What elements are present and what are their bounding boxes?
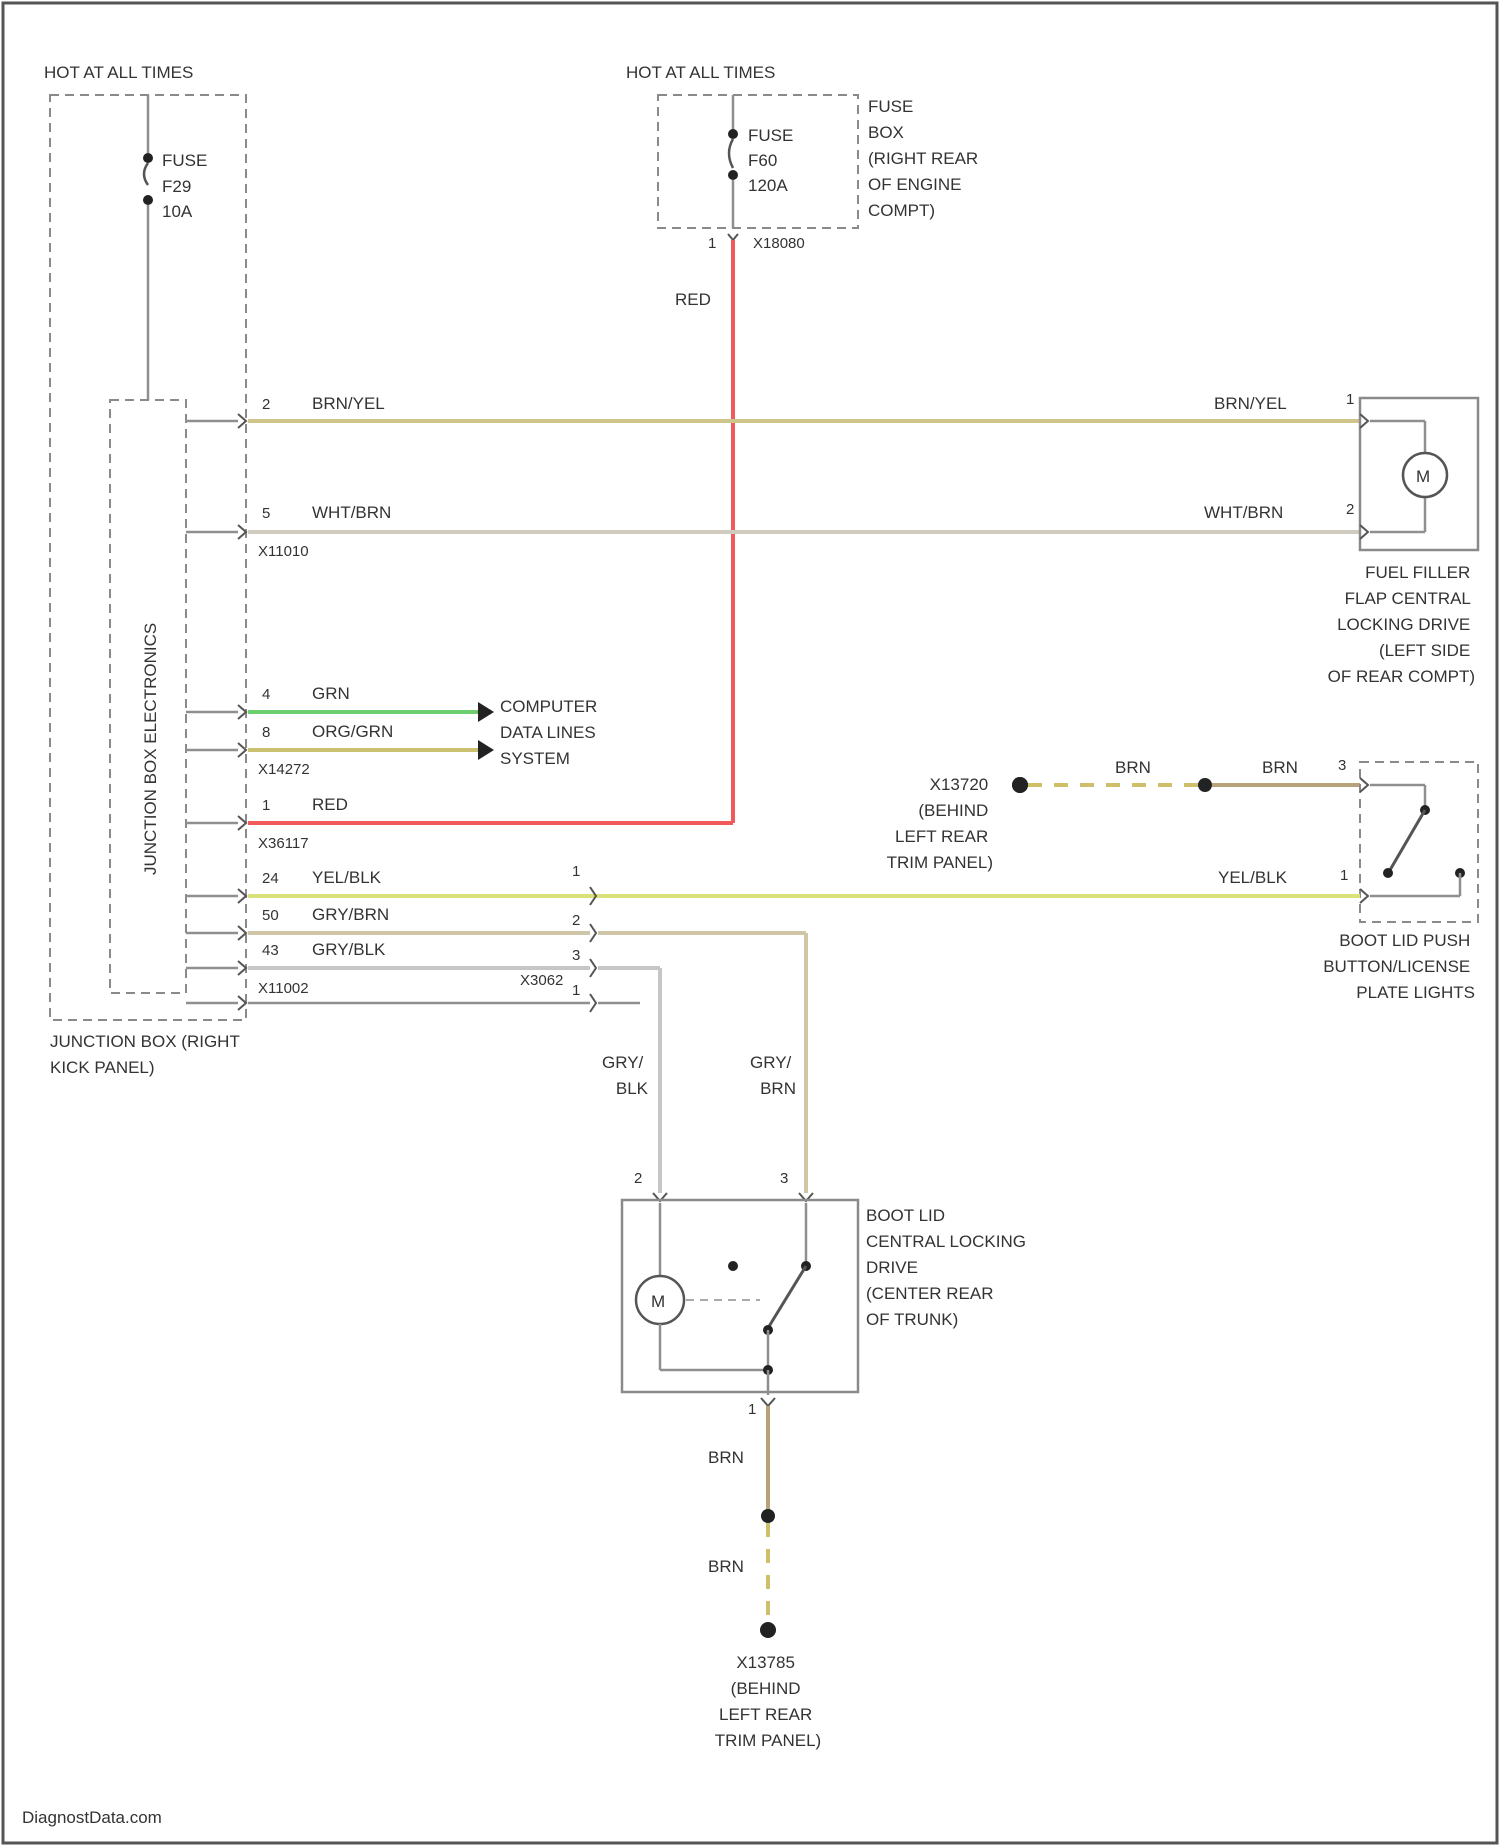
wire-yel-blk-label-left: YEL/BLK bbox=[312, 868, 382, 887]
connector-x14272: X14272 bbox=[258, 761, 310, 778]
x3062-pin-2: 2 bbox=[572, 912, 580, 929]
wire-gry-brn-vert-label: GRY/ BRN bbox=[750, 1053, 796, 1098]
power-label-top: HOT AT ALL TIMES bbox=[626, 63, 775, 82]
connector-x3062-body bbox=[590, 887, 596, 1012]
watermark: DiagnostData.com bbox=[22, 1808, 162, 1827]
pin-2: 2 bbox=[262, 396, 270, 413]
ground-x13785-label: X13785 (BEHIND LEFT REAR TRIM PANEL) bbox=[715, 1653, 821, 1750]
wire-gry-brn-label-left: GRY/BRN bbox=[312, 905, 389, 924]
connector-x3062: X3062 bbox=[520, 972, 563, 989]
fuel-pin-1: 1 bbox=[1346, 391, 1354, 408]
boot-pin-3: 3 bbox=[1338, 757, 1346, 774]
pin-24: 24 bbox=[262, 870, 279, 887]
pin-8: 8 bbox=[262, 724, 270, 741]
boot-switch-label: BOOT LID PUSH BUTTON/LICENSE PLATE LIGHT… bbox=[1323, 931, 1475, 1002]
x3062-pin-4: 1 bbox=[572, 982, 580, 999]
pin-1-red: 1 bbox=[262, 797, 270, 814]
drive-pin-1: 1 bbox=[748, 1401, 756, 1418]
pin-5: 5 bbox=[262, 505, 270, 522]
wire-gry-blk-label-left: GRY/BLK bbox=[312, 940, 386, 959]
drive-pin-2: 2 bbox=[634, 1170, 642, 1187]
boot-drive-label: BOOT LID CENTRAL LOCKING DRIVE (CENTER R… bbox=[866, 1206, 1031, 1329]
fuse-f60-label: FUSE F60 120A bbox=[748, 126, 798, 195]
ground-x13785-point bbox=[760, 1622, 776, 1638]
wire-brn-vert-label-a: BRN bbox=[708, 1448, 744, 1467]
wire-grn-label: GRN bbox=[312, 684, 350, 703]
boot-pin-1: 1 bbox=[1340, 867, 1348, 884]
wire-brn-label-a: BRN bbox=[1115, 758, 1151, 777]
connector-x36117: X36117 bbox=[258, 835, 309, 852]
pin-4: 4 bbox=[262, 686, 270, 703]
ground-x13720-point bbox=[1012, 777, 1028, 793]
wire-org-grn-label: ORG/GRN bbox=[312, 722, 393, 741]
wire-wht-brn-label-right: WHT/BRN bbox=[1204, 503, 1283, 522]
fuse-box-label: FUSE BOX (RIGHT REAR OF ENGINE COMPT) bbox=[868, 97, 983, 220]
junction-box-label: JUNCTION BOX (RIGHT KICK PANEL) bbox=[50, 1032, 244, 1077]
fuel-motor-symbol: M bbox=[1416, 467, 1430, 486]
wire-yel-blk-label-right: YEL/BLK bbox=[1218, 868, 1288, 887]
pin-50: 50 bbox=[262, 907, 279, 924]
fuel-pin-2: 2 bbox=[1346, 501, 1354, 518]
pin-43: 43 bbox=[262, 942, 279, 959]
wire-brn-vert-label-b: BRN bbox=[708, 1557, 744, 1576]
fuel-filler-label: FUEL FILLER FLAP CENTRAL LOCKING DRIVE (… bbox=[1328, 563, 1475, 686]
wire-red-top-label: RED bbox=[675, 290, 711, 309]
wire-gry-blk-vert-label: GRY/ BLK bbox=[602, 1053, 649, 1098]
jbe-label: JUNCTION BOX ELECTRONICS bbox=[141, 623, 160, 875]
wire-wht-brn-label-left: WHT/BRN bbox=[312, 503, 391, 522]
wire-brn-yel-label-left: BRN/YEL bbox=[312, 394, 385, 413]
power-label-left: HOT AT ALL TIMES bbox=[44, 63, 193, 82]
wire-brn-yel-label-right: BRN/YEL bbox=[1214, 394, 1287, 413]
boot-drive-motor-symbol: M bbox=[651, 1292, 665, 1311]
fuse-f29-label: FUSE F29 10A bbox=[162, 151, 212, 221]
boot-drive-switch-contact bbox=[768, 1266, 806, 1328]
connector-x11010: X11010 bbox=[258, 543, 309, 560]
boot-switch-contact bbox=[1390, 810, 1425, 870]
ground-x13720-label: X13720 (BEHIND LEFT REAR TRIM PANEL) bbox=[887, 775, 993, 872]
pin-1-top: 1 bbox=[708, 235, 716, 252]
x3062-pin-3: 3 bbox=[572, 947, 580, 964]
connector-x18080: X18080 bbox=[753, 235, 805, 252]
computer-data-lines-label: COMPUTER DATA LINES SYSTEM bbox=[500, 697, 602, 768]
wire-red-bottom-label: RED bbox=[312, 795, 348, 814]
wire-brn-label-b: BRN bbox=[1262, 758, 1298, 777]
connector-x11002: X11002 bbox=[258, 980, 309, 997]
x3062-pin-1: 1 bbox=[572, 863, 580, 880]
drive-pin-3: 3 bbox=[780, 1170, 788, 1187]
